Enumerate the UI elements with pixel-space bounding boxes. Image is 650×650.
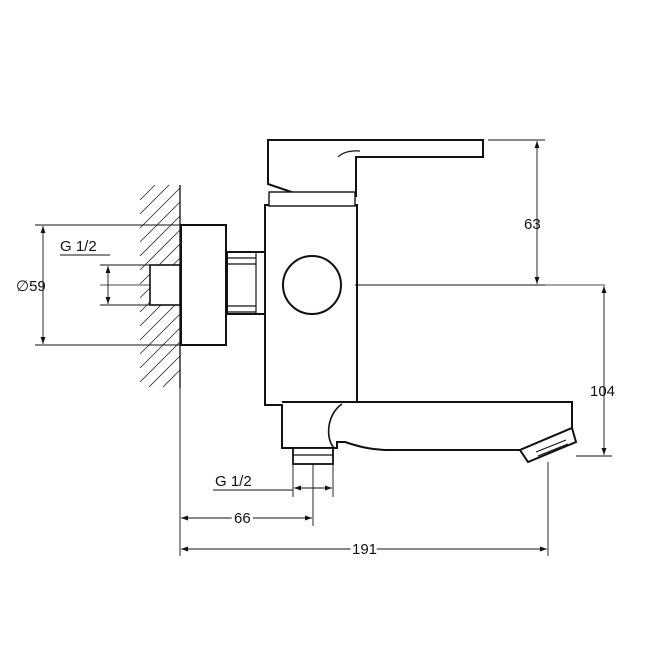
dimension-depth-outlet: 66	[179, 388, 314, 556]
dimension-depth-total: 191	[181, 462, 549, 561]
dimension-height-spout: 104	[576, 286, 615, 457]
dimension-wall-diameter: ∅59	[16, 224, 226, 346]
wall-thread-label: G 1/2	[60, 238, 97, 255]
lever-neck	[268, 191, 356, 207]
height-lever-label: 63	[524, 216, 541, 233]
depth-total-label: 191	[352, 541, 377, 558]
wall-connector-pipe	[149, 264, 181, 306]
wall-diameter-label: ∅59	[16, 278, 46, 295]
spout-curve	[327, 403, 343, 449]
depth-outlet-label: 66	[234, 510, 251, 527]
bottom-thread-label: G 1/2	[215, 473, 252, 490]
dimension-height-lever: 63	[355, 139, 545, 286]
diverter-knob	[282, 255, 342, 315]
aerator	[518, 426, 578, 464]
wall-hatching	[139, 184, 181, 388]
eccentric-nut	[226, 251, 266, 315]
lever-bevel	[337, 150, 361, 158]
aerator-grille	[535, 439, 569, 457]
dimension-bottom-thread: G 1/2	[213, 464, 334, 497]
dimension-wall-thread: G 1/2	[60, 238, 150, 306]
wall-flange	[180, 224, 227, 346]
faucet-body	[149, 139, 578, 465]
height-spout-label: 104	[590, 383, 615, 400]
bottom-connector	[292, 447, 334, 465]
spout	[281, 401, 573, 451]
lever-handle	[267, 139, 484, 197]
